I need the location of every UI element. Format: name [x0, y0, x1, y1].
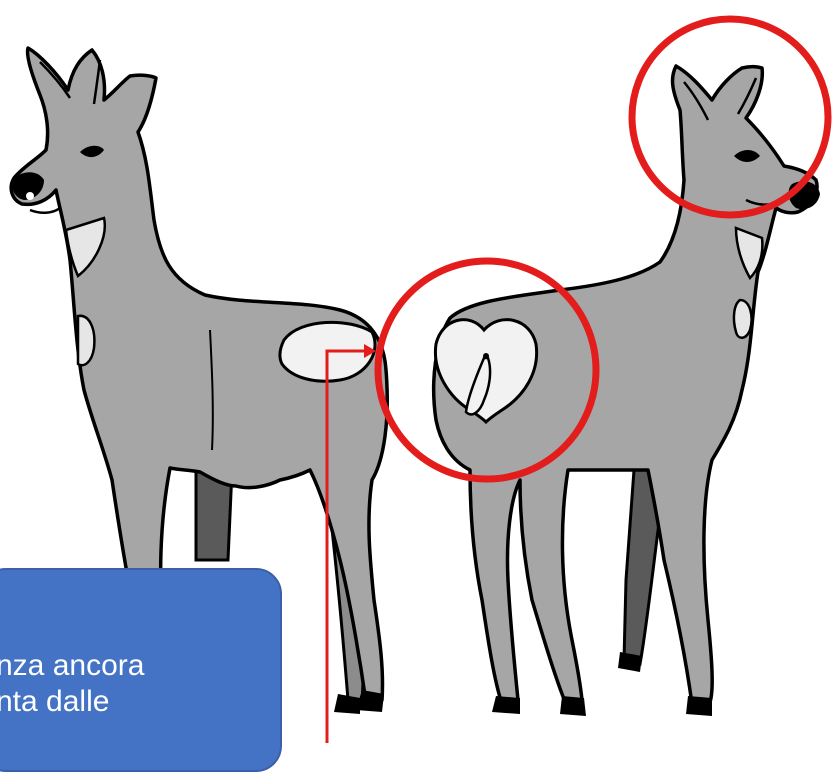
callout-box: nza ancora nta dalle [0, 568, 282, 772]
callout-line-2: nta dalle [0, 684, 276, 720]
right-deer-hoof-3 [686, 696, 712, 716]
right-deer-tail-dot [483, 353, 489, 359]
left-deer-mouth [30, 208, 60, 213]
right-deer-chest-patch [734, 300, 752, 338]
right-deer-hoof-1 [492, 696, 520, 714]
callout-line-1: nza ancora [0, 648, 276, 684]
callout-text: nza ancora nta dalle [0, 648, 276, 720]
right-roe-deer [434, 66, 820, 716]
left-deer-nose-highlight [26, 192, 34, 200]
right-deer-hoof-2 [560, 696, 586, 716]
left-deer-shoulder-patch [78, 316, 94, 365]
